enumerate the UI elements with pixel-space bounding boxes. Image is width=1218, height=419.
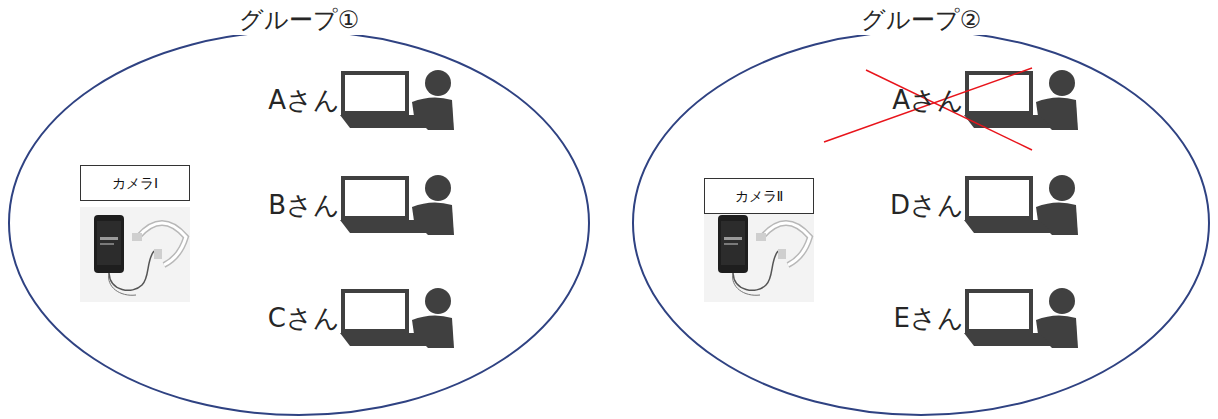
camera-illustration: [704, 207, 814, 302]
person-laptop-icon: [340, 70, 454, 130]
person-entry: Bさん: [230, 187, 340, 223]
camera-label-box: カメラⅡ: [704, 178, 814, 214]
person-entry: Cさん: [230, 300, 340, 336]
person-name: Bさん: [268, 190, 340, 220]
camera-illustration: [80, 207, 190, 302]
group-title: グループ①: [229, 5, 370, 35]
camera-label: カメラⅠ: [112, 174, 158, 192]
ellipse-outline: [9, 31, 589, 415]
person-laptop-icon: [340, 288, 454, 348]
person-entry: Dさん: [854, 187, 964, 223]
person-name: Dさん: [890, 190, 964, 220]
group-ellipse: グループ②カメラⅡAさんDさんEさん: [632, 30, 1210, 416]
group-ellipse: グループ①カメラⅠAさんBさんCさん: [8, 30, 590, 416]
person-entry: Eさん: [854, 300, 964, 336]
person-name: Aさん: [268, 85, 340, 115]
person-laptop-icon: [964, 70, 1078, 130]
ellipse-outline: [633, 31, 1209, 415]
cross-out-line: [824, 68, 1032, 142]
person-entry: Aさん: [230, 82, 340, 118]
camera-label: カメラⅡ: [735, 187, 784, 205]
person-laptop-icon: [964, 288, 1078, 348]
person-name: Aさん: [892, 85, 964, 115]
person-name: Cさん: [268, 303, 340, 333]
group-title: グループ②: [851, 5, 992, 35]
camera-label-box: カメラⅠ: [80, 165, 190, 201]
person-name: Eさん: [894, 303, 964, 333]
person-entry: Aさん: [854, 82, 964, 118]
cross-out-line: [866, 70, 1032, 150]
person-laptop-icon: [964, 175, 1078, 235]
person-laptop-icon: [340, 175, 454, 235]
